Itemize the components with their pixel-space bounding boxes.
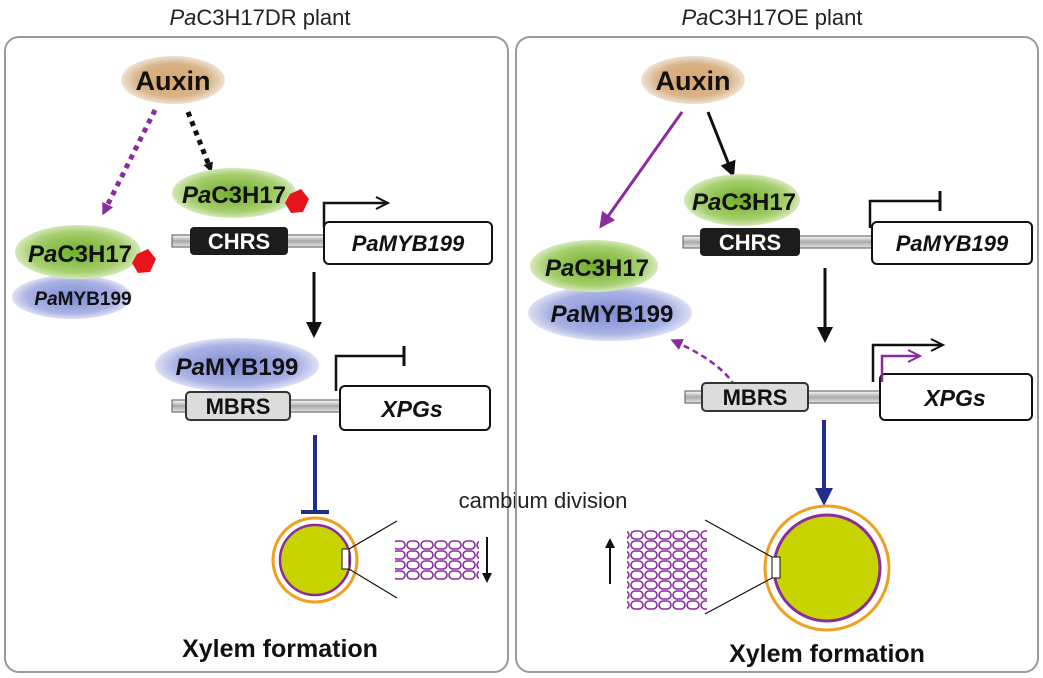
- right-xpgs-box: [879, 373, 1033, 421]
- left-mbrs-box: [185, 391, 291, 421]
- right-zoom-line-bottom: [704, 577, 773, 615]
- left-myb-activation-arrow: [322, 203, 388, 227]
- left-panel-title: PaC3H17DR plant: [170, 5, 351, 30]
- right-complex-myb199-label: PaMYB199: [551, 301, 674, 328]
- right-xpgs-activation-arrow: [871, 345, 943, 382]
- right-mbrs-box: [701, 382, 809, 412]
- left-complex-phospho-mark: [132, 249, 156, 273]
- right-xpgs-label: XPGs: [922, 385, 985, 411]
- left-xpgs-box: [339, 385, 491, 431]
- left-myb-gene-box: [323, 221, 493, 265]
- left-chrs-box: [190, 227, 288, 255]
- right-xpgs-purple-activation-arrow: [880, 356, 920, 382]
- left-complex-c3h17-label: PaC3H17: [28, 241, 132, 268]
- left-zoom-line-top: [348, 520, 398, 550]
- right-auxin-label: Auxin: [655, 66, 730, 96]
- right-cambium-cells: [627, 530, 707, 610]
- right-c3h17-protein: [684, 174, 800, 226]
- right-chrs-label: CHRS: [719, 230, 781, 255]
- left-myb-gene-label: PaMYB199: [352, 231, 465, 256]
- left-zoom-region: [341, 548, 350, 570]
- left-mbrs-label: MBRS: [206, 394, 271, 419]
- left-complex-myb199-label: PaMYB199: [34, 289, 131, 310]
- right-chrs-box: [700, 228, 800, 256]
- left-auxin-label: Auxin: [135, 66, 210, 96]
- left-complex-c3h17: [15, 225, 141, 279]
- left-complex-myb199: [12, 275, 132, 319]
- right-complex-c3h17: [530, 240, 658, 292]
- right-panel-title: PaC3H17OE plant: [681, 5, 862, 30]
- right-complex-c3h17-label: PaC3H17: [545, 255, 649, 282]
- right-mbrs-label: MBRS: [723, 385, 788, 410]
- left-auxin-to-complex-arrow: [102, 108, 158, 216]
- right-auxin-blob: [641, 56, 745, 104]
- right-c3h17-label: PaC3H17: [692, 189, 796, 216]
- left-myb199-tf: [155, 338, 319, 392]
- right-myb-gene-label: PaMYB199: [896, 231, 1009, 256]
- right-myb-repression: [868, 199, 940, 228]
- left-chrs-label: CHRS: [208, 229, 270, 254]
- right-zoom-line-top: [704, 519, 773, 558]
- right-mbrs-to-complex-arrow: [670, 339, 737, 387]
- right-zoom-region: [771, 556, 781, 579]
- right-panel: [515, 36, 1039, 673]
- left-xpgs-repression: [334, 354, 404, 391]
- left-auxin-to-protein-arrow: [185, 111, 213, 173]
- left-panel: [4, 36, 509, 673]
- left-c3h17-label: PaC3H17: [182, 182, 286, 209]
- right-auxin-to-complex-arrow: [599, 111, 684, 229]
- left-phospho-mark: [285, 189, 309, 213]
- left-xylem-formation-label: Xylem formation: [182, 635, 378, 663]
- right-auxin-to-protein-arrow: [706, 111, 736, 178]
- cambium-division-label: cambium division: [459, 488, 628, 513]
- left-xylem-core: [278, 523, 352, 597]
- left-c3h17-protein: [172, 168, 296, 218]
- right-xylem-formation-label: Xylem formation: [729, 640, 925, 668]
- left-cambium-cells: [395, 540, 479, 580]
- left-myb199-tf-label: PaMYB199: [176, 354, 299, 381]
- right-xylem-core: [772, 513, 882, 623]
- left-zoom-line-bottom: [348, 568, 398, 599]
- left-auxin-blob: [121, 56, 225, 104]
- right-complex-myb199: [528, 285, 692, 341]
- left-xpgs-label: XPGs: [379, 396, 442, 422]
- right-myb-gene-box: [871, 221, 1033, 265]
